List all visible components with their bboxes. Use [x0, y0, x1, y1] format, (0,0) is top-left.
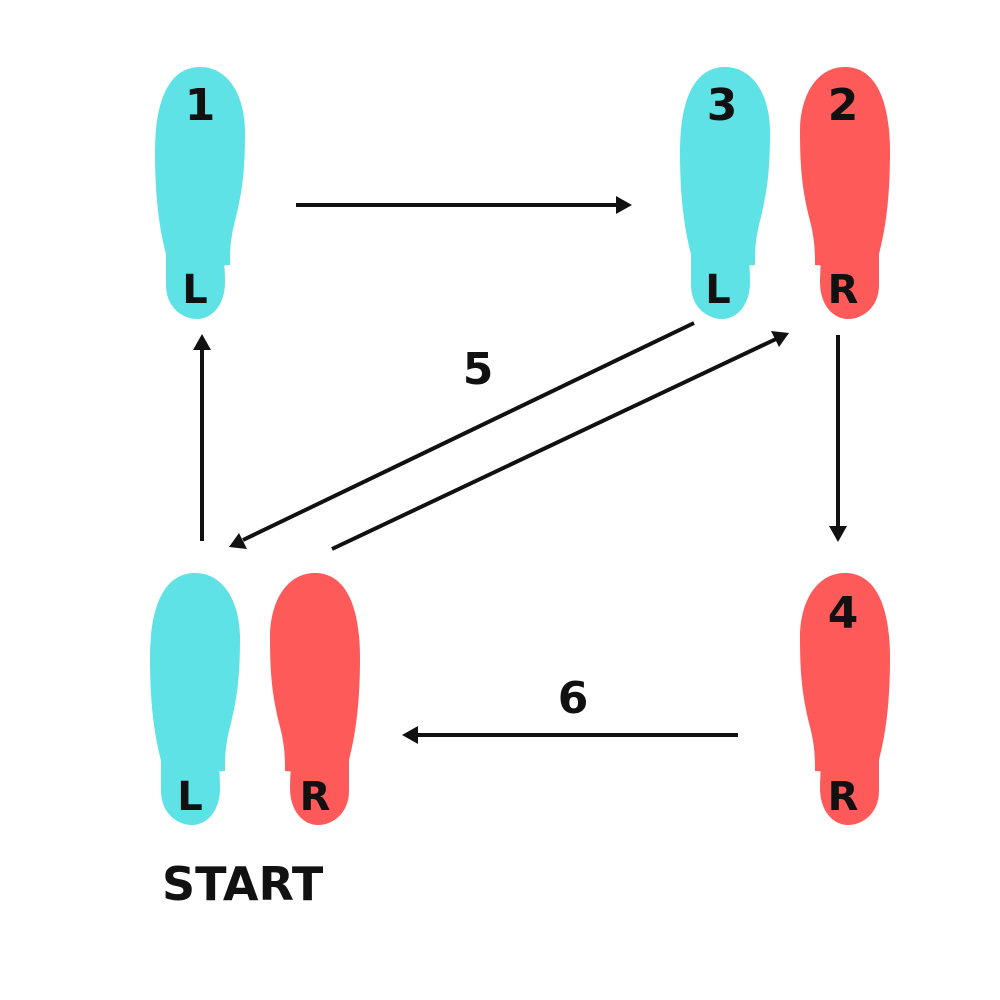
arrow-start-to-step-2: [331, 331, 789, 551]
side-label-step-2: R: [828, 267, 859, 313]
arrow-label-6: 6: [558, 673, 589, 724]
step-number-3: 3: [707, 80, 738, 131]
step-number-4: 4: [828, 588, 859, 639]
left-foot-start: [150, 573, 240, 825]
step-number-1: 1: [185, 80, 216, 131]
left-foot-step-1: [155, 67, 245, 319]
arrow-step-2-to-4: [829, 335, 847, 542]
right-foot-step-2: [800, 67, 890, 319]
right-foot-step-4: [800, 573, 890, 825]
side-label-step-4: R: [828, 774, 859, 820]
side-label-start-right: R: [300, 774, 331, 820]
left-foot-step-3: [680, 67, 770, 319]
arrow-step-1-to-3: [296, 196, 632, 214]
side-label-start-left: L: [177, 774, 203, 820]
step-number-2: 2: [828, 80, 859, 131]
arrow-step-3-to-start: [229, 321, 695, 549]
start-label: START: [162, 857, 324, 911]
side-label-step-3: L: [705, 267, 731, 313]
arrow-step-4-to-start: [402, 726, 738, 744]
arrow-start-to-step-1: [193, 334, 211, 541]
right-foot-start: [270, 573, 360, 825]
arrow-label-5: 5: [463, 344, 494, 395]
side-label-step-1: L: [182, 267, 208, 313]
